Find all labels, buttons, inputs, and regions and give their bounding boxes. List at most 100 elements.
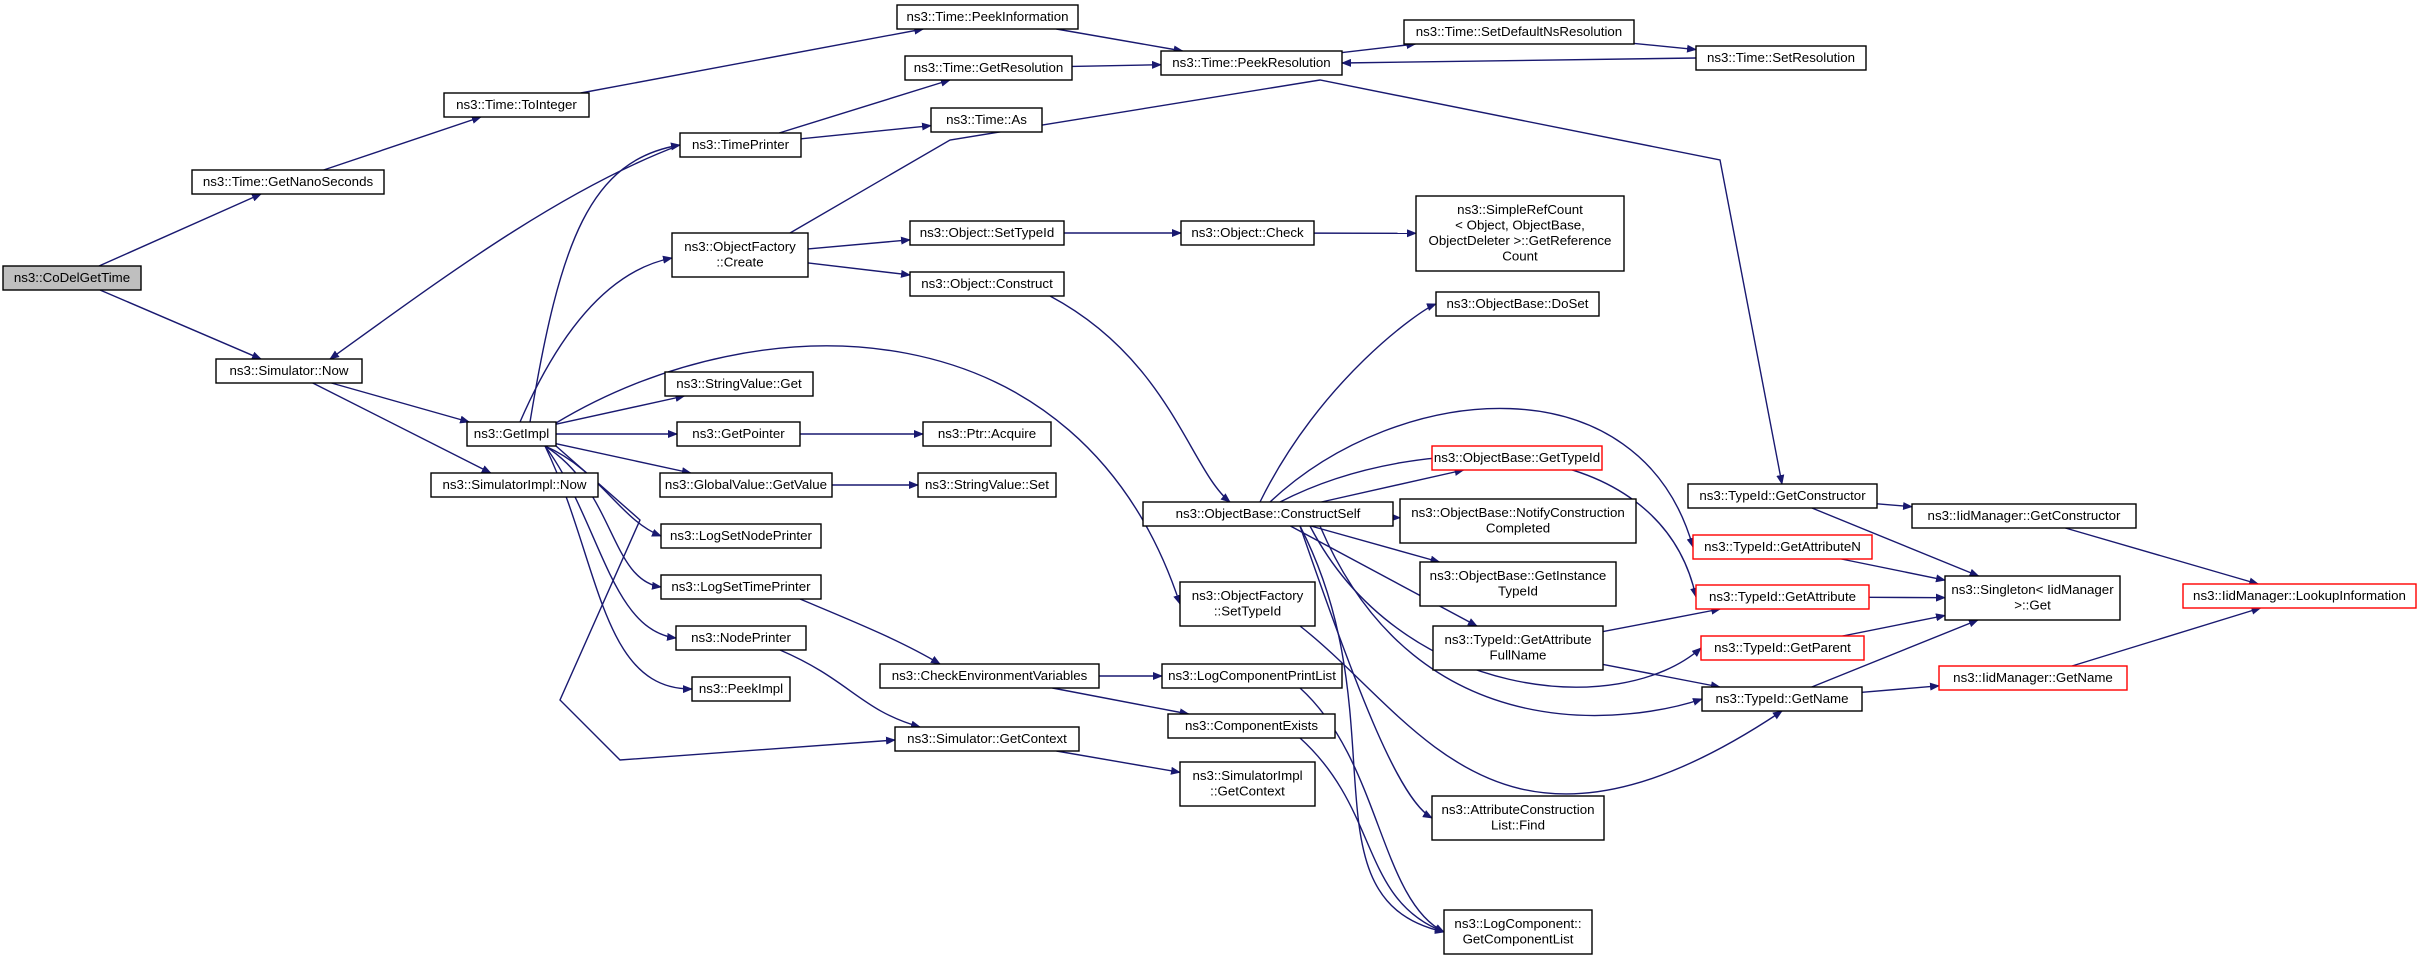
node-obgettypeid[interactable]: ns3::ObjectBase::GetTypeId — [1431, 445, 1603, 471]
call-edge-ofcreate-to-objsettypeid — [807, 236, 911, 250]
call-edge-simnow-to-simimplnow — [312, 382, 492, 474]
node-box — [660, 574, 822, 600]
node-logcompprint[interactable]: ns3::LogComponentPrintList — [1161, 663, 1343, 689]
call-edge-tigetattrfull-to-tigetattr — [1602, 606, 1722, 633]
node-tigetattr[interactable]: ns3::TypeId::GetAttribute — [1695, 584, 1870, 610]
node-box — [930, 107, 1043, 133]
node-label-line: ns3::LogSetNodePrinter — [670, 528, 812, 543]
node-logcompget[interactable]: ns3::LogComponent::GetComponentList — [1443, 909, 1593, 955]
node-timeas[interactable]: ns3::Time::As — [930, 107, 1043, 133]
call-edge-obconstructself-to-tigetattrn — [1269, 407, 1695, 548]
node-objcheck[interactable]: ns3::Object::Check — [1180, 220, 1315, 246]
node-objconstruct[interactable]: ns3::Object::Construct — [909, 271, 1065, 297]
node-label-line: ns3::ObjectBase::NotifyConstruction — [1411, 505, 1625, 520]
node-label-line: ns3::ObjectFactory — [1192, 588, 1304, 603]
node-globalvalueget[interactable]: ns3::GlobalValue::GetValue — [659, 472, 833, 498]
node-simimplgetctx[interactable]: ns3::SimulatorImpl::GetContext — [1179, 761, 1316, 807]
node-label-line: ns3::IidManager::GetName — [1953, 670, 2113, 685]
node-tigetname[interactable]: ns3::TypeId::GetName — [1701, 686, 1863, 712]
call-edge-obconstructself-to-obgetinst — [1310, 525, 1441, 564]
node-label-line: ns3::TypeId::GetAttribute — [1444, 632, 1591, 647]
node-label-line: ns3::SimpleRefCount — [1457, 202, 1583, 217]
node-simnow[interactable]: ns3::Simulator::Now — [215, 358, 363, 384]
node-setdefns[interactable]: ns3::Time::SetDefaultNsResolution — [1403, 19, 1635, 45]
node-label-line: ns3::TypeId::GetConstructor — [1699, 488, 1866, 503]
node-compexists[interactable]: ns3::ComponentExists — [1167, 713, 1336, 739]
node-label-line: >::Get — [2014, 598, 2051, 613]
call-edge-checkenv-to-compexists — [1052, 687, 1190, 717]
node-simimplnow[interactable]: ns3::SimulatorImpl::Now — [430, 472, 599, 498]
node-label-line: ns3::Object::Construct — [921, 276, 1053, 291]
node-obdoset[interactable]: ns3::ObjectBase::DoSet — [1435, 291, 1600, 317]
node-stringvalueget[interactable]: ns3::StringValue::Get — [664, 371, 814, 397]
node-stringvalueset[interactable]: ns3::StringValue::Set — [917, 472, 1057, 498]
node-singletonget[interactable]: ns3::Singleton< IidManager>::Get — [1944, 575, 2121, 621]
node-getres[interactable]: ns3::Time::GetResolution — [904, 55, 1073, 81]
call-edge-getimpl-to-ofsettypeid — [555, 345, 1181, 605]
node-iidgetconstructor[interactable]: ns3::IidManager::GetConstructor — [1911, 503, 2137, 529]
node-objsettypeid[interactable]: ns3::Object::SetTypeId — [909, 220, 1065, 246]
call-edge-getimpl-to-stringvalueget — [555, 394, 686, 425]
node-simgetctx[interactable]: ns3::Simulator::GetContext — [894, 726, 1080, 752]
node-getpointer[interactable]: ns3::GetPointer — [676, 421, 801, 447]
node-label-line: ns3::TimePrinter — [692, 137, 790, 152]
call-edge-objconstruct-to-obconstructself — [1049, 295, 1231, 503]
node-box — [679, 132, 802, 158]
node-peekres[interactable]: ns3::Time::PeekResolution — [1160, 50, 1343, 76]
node-ofsettypeid[interactable]: ns3::ObjectFactory::SetTypeId — [1179, 581, 1316, 627]
node-iidlookup[interactable]: ns3::IidManager::LookupInformation — [2182, 583, 2417, 609]
node-checkenv[interactable]: ns3::CheckEnvironmentVariables — [879, 663, 1100, 689]
node-setres[interactable]: ns3::Time::SetResolution — [1695, 45, 1867, 71]
node-label-line: ns3::Object::Check — [1191, 225, 1304, 240]
call-edge-tigetattrfull-to-tigetname — [1602, 663, 1721, 690]
node-box — [894, 726, 1080, 752]
node-label-line: ns3::Time::SetResolution — [1707, 50, 1855, 65]
node-getimpl[interactable]: ns3::GetImpl — [466, 421, 557, 447]
node-label-line: ObjectDeleter >::GetReference — [1429, 233, 1612, 248]
node-label-line: ns3::IidManager::LookupInformation — [2193, 588, 2406, 603]
node-label-line: ns3::Time::As — [946, 112, 1027, 127]
node-label-line: ns3::TypeId::GetParent — [1714, 640, 1851, 655]
node-label-line: ns3::ObjectBase::ConstructSelf — [1176, 506, 1361, 521]
node-box — [1701, 686, 1863, 712]
node-label-line: ns3::IidManager::GetConstructor — [1928, 508, 2121, 523]
node-tigetattrn[interactable]: ns3::TypeId::GetAttributeN — [1692, 534, 1873, 560]
node-logsettime[interactable]: ns3::LogSetTimePrinter — [660, 574, 822, 600]
call-edge-simnow-to-getimpl — [331, 382, 471, 424]
call-edge-ofcreate-to-tigetconstructor — [789, 79, 1785, 485]
node-box — [1415, 195, 1625, 272]
node-ptracquire[interactable]: ns3::Ptr::Acquire — [922, 421, 1052, 447]
node-nodeprinter[interactable]: ns3::NodePrinter — [675, 625, 807, 651]
node-iidgetname[interactable]: ns3::IidManager::GetName — [1938, 665, 2128, 691]
node-getnano[interactable]: ns3::Time::GetNanoSeconds — [191, 169, 385, 195]
call-edge-getimpl-to-globalvalueget — [555, 442, 692, 475]
node-label-line: ns3::Singleton< IidManager — [1951, 582, 2114, 597]
node-timeprinter[interactable]: ns3::TimePrinter — [679, 132, 802, 158]
call-edge-timeprinter-to-timeas — [800, 122, 932, 140]
call-edge-nodeprinter-to-simgetctx — [779, 649, 921, 729]
node-peekinfo[interactable]: ns3::Time::PeekInformation — [896, 4, 1079, 30]
call-edge-tointeger-to-peekinfo — [580, 26, 925, 94]
node-tigetparent[interactable]: ns3::TypeId::GetParent — [1700, 635, 1865, 661]
call-edge-tigetname-to-iidgetname — [1861, 682, 1940, 694]
node-box — [191, 169, 385, 195]
node-logsetnode[interactable]: ns3::LogSetNodePrinter — [660, 523, 822, 549]
node-ofcreate[interactable]: ns3::ObjectFactory::Create — [671, 232, 809, 278]
node-box — [660, 523, 822, 549]
node-box — [1160, 50, 1343, 76]
node-tigetconstructor[interactable]: ns3::TypeId::GetConstructor — [1687, 483, 1878, 509]
node-label-line: ns3::AttributeConstruction — [1442, 802, 1595, 817]
node-root[interactable]: ns3::CoDelGetTime — [2, 265, 142, 291]
node-box — [1431, 445, 1603, 471]
call-edge-obconstructself-to-tigetattrfull — [1290, 525, 1478, 627]
node-tointeger[interactable]: ns3::Time::ToInteger — [443, 92, 590, 118]
node-obnotify[interactable]: ns3::ObjectBase::NotifyConstructionCompl… — [1399, 498, 1637, 544]
node-simplerefcount[interactable]: ns3::SimpleRefCount< Object, ObjectBase,… — [1415, 195, 1625, 272]
node-box — [879, 663, 1100, 689]
node-peekimpl[interactable]: ns3::PeekImpl — [691, 676, 791, 702]
node-obconstructself[interactable]: ns3::ObjectBase::ConstructSelf — [1142, 501, 1394, 527]
node-box — [1700, 635, 1865, 661]
